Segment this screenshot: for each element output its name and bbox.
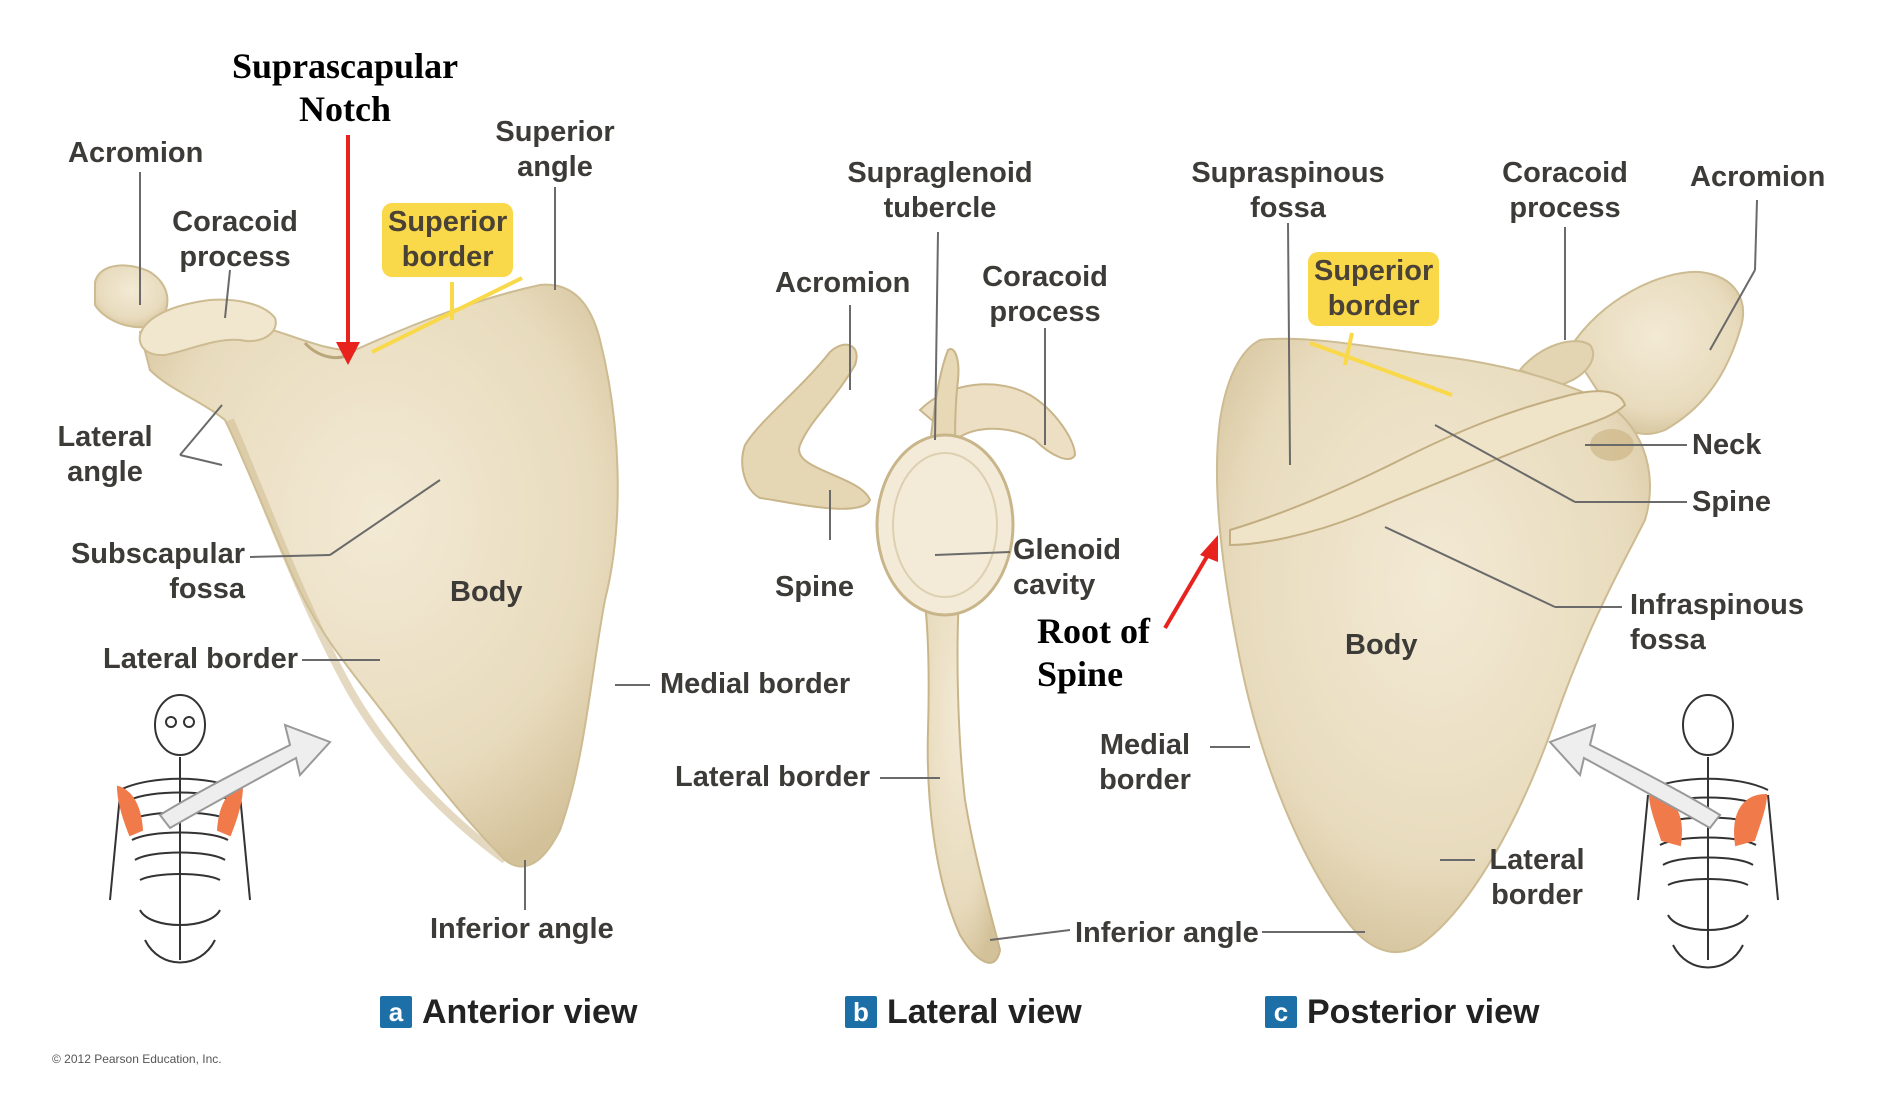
posterior-view-badge: c: [1265, 996, 1297, 1028]
anterior-coracoid-label: Coracoid process: [172, 206, 298, 273]
anterior-lateral-border-label: Lateral border: [103, 643, 298, 675]
posterior-supraspinous-label: Supraspinous fossa: [1191, 157, 1385, 224]
posterior-root-of-spine-label: Root of Spine: [1037, 611, 1150, 694]
posterior-arrow-icon: [1548, 723, 1722, 830]
lateral-supraglenoid-label: Supraglenoid tubercle: [847, 157, 1033, 224]
posterior-neck-label: Neck: [1692, 429, 1762, 461]
lateral-lateral-border-label: Lateral border: [675, 761, 870, 793]
anterior-medial-border-label: Medial border: [660, 668, 851, 700]
anterior-lateral-angle-label: Lateral angle: [57, 421, 153, 488]
leader-lines: [139, 172, 1758, 941]
anterior-scapula: [94, 264, 619, 868]
anterior-inferior-angle-label: Inferior angle: [430, 913, 614, 945]
anterior-view-badge: a: [380, 996, 412, 1028]
suprascapular-notch-label: Suprascapular Notch: [232, 46, 459, 129]
anterior-subscapular-fossa-label: Subscapular fossa: [70, 538, 245, 605]
anterior-skeleton-icon: [109, 694, 251, 964]
anterior-acromion-label: Acromion: [68, 137, 204, 169]
lateral-spine-label: Spine: [775, 571, 854, 603]
lateral-coracoid-label: Coracoid process: [982, 261, 1108, 328]
root-of-spine-arrow: [1163, 546, 1214, 630]
posterior-body-label: Body: [1345, 629, 1418, 661]
lateral-glenoid-label: Glenoid cavity: [1013, 534, 1121, 601]
posterior-medial-border-label: Medial border: [1099, 729, 1191, 796]
posterior-skeleton-icon: [1637, 694, 1779, 969]
posterior-scapula: [1215, 270, 1745, 954]
lateral-acromion-label: Acromion: [775, 267, 911, 299]
anterior-body-label: Body: [450, 576, 523, 608]
posterior-coracoid-label: Coracoid process: [1502, 157, 1628, 224]
anterior-arrow-icon: [158, 723, 332, 830]
superior-border-highlights: [371, 276, 1453, 397]
posterior-infraspinous-label: Infraspinous fossa: [1630, 589, 1805, 656]
lateral-inferior-angle-label: Inferior angle: [1075, 917, 1259, 949]
anterior-superior-border-label: Superior border: [382, 203, 514, 277]
lateral-scapula: [741, 343, 1077, 964]
posterior-superior-border-label: Superior border: [1308, 252, 1440, 326]
posterior-spine-label: Spine: [1692, 486, 1771, 518]
posterior-lateral-border-label: Lateral border: [1489, 844, 1585, 911]
copyright-notice: © 2012 Pearson Education, Inc.: [52, 1052, 222, 1066]
posterior-acromion-label: Acromion: [1690, 161, 1826, 193]
anterior-superior-angle-label: Superior angle: [495, 116, 615, 183]
red-annotation-arrows: [336, 135, 1218, 630]
lateral-view-badge: b: [845, 996, 877, 1028]
